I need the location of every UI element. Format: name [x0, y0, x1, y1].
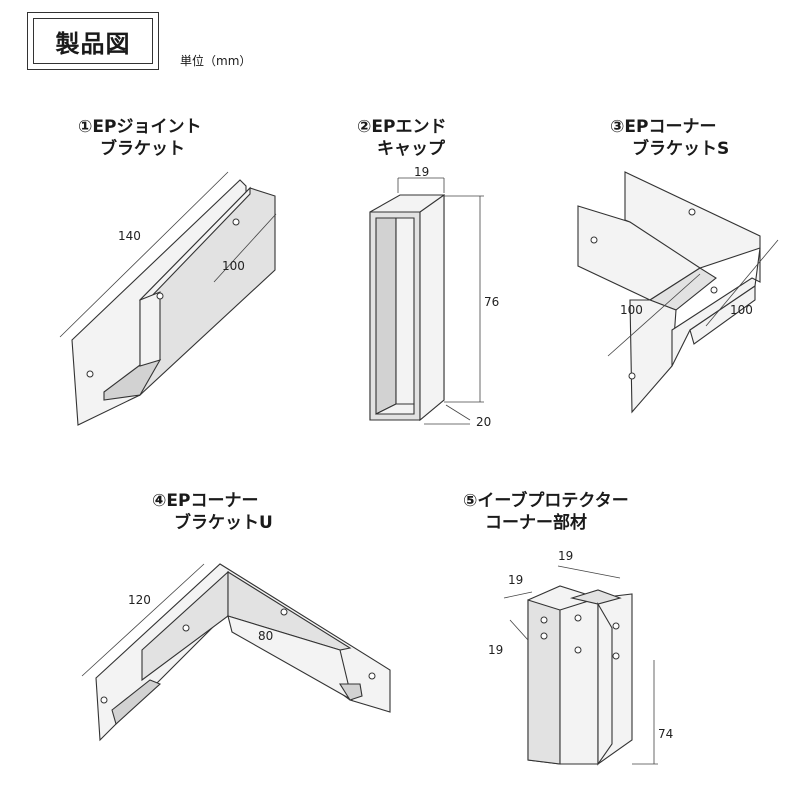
part-5-label: ⑤イーブプロテクター コーナー部材: [463, 490, 629, 534]
part-3-label: ③EPコーナー ブラケットS: [610, 116, 729, 160]
part-1-label: ①EPジョイント ブラケット: [78, 116, 201, 160]
part-4-dim-length: 120: [128, 593, 151, 607]
part-3-dim-left: 100: [620, 303, 643, 317]
part-5-name-line2: コーナー部材: [485, 513, 587, 533]
part-5-dim-left-lower: 19: [488, 643, 503, 657]
part-5-dim-top: 19: [558, 549, 573, 563]
part-4-label: ④EPコーナー ブラケットU: [152, 490, 273, 534]
part-2-dim-depth: 19: [414, 165, 429, 179]
title-box: 製品図: [27, 12, 159, 70]
part-4-name-line2: ブラケットU: [174, 513, 273, 533]
part-4-name-line1: ④EPコーナー: [152, 491, 259, 511]
part-2-drawing: 19 76 20: [369, 165, 499, 429]
part-3-dim-right: 100: [730, 303, 753, 317]
unit-note: 単位（mm）: [180, 54, 252, 68]
part-2-label: ②EPエンド キャップ: [357, 116, 446, 160]
part-2-name-line1: ②EPエンド: [357, 117, 447, 137]
part-4-drawing: 120 80: [81, 563, 391, 742]
part-5-dim-height: 74: [658, 727, 673, 741]
part-3-drawing: 100 100: [577, 171, 779, 414]
part-1-dim-width: 100: [222, 259, 245, 273]
part-3-name-line1: ③EPコーナー: [610, 117, 717, 137]
part-1-name-line1: ①EPジョイント: [78, 117, 202, 137]
part-1-dim-length: 140: [118, 229, 141, 243]
part-1-name-line2: ブラケット: [100, 139, 185, 159]
part-2-name-line2: キャップ: [377, 139, 445, 159]
part-5-dim-left-upper: 19: [508, 573, 523, 587]
page-title: 製品図: [33, 18, 153, 64]
part-5-drawing: 19 19 19 74: [488, 549, 673, 766]
part-2-dim-width: 20: [476, 415, 491, 429]
part-2-dim-height: 76: [484, 295, 499, 309]
part-3-name-line2: ブラケットS: [632, 139, 730, 159]
part-4-dim-inner: 80: [258, 629, 273, 643]
part-1-drawing: 140 100: [59, 171, 277, 426]
part-5-name-line1: ⑤イーブプロテクター: [463, 491, 629, 511]
